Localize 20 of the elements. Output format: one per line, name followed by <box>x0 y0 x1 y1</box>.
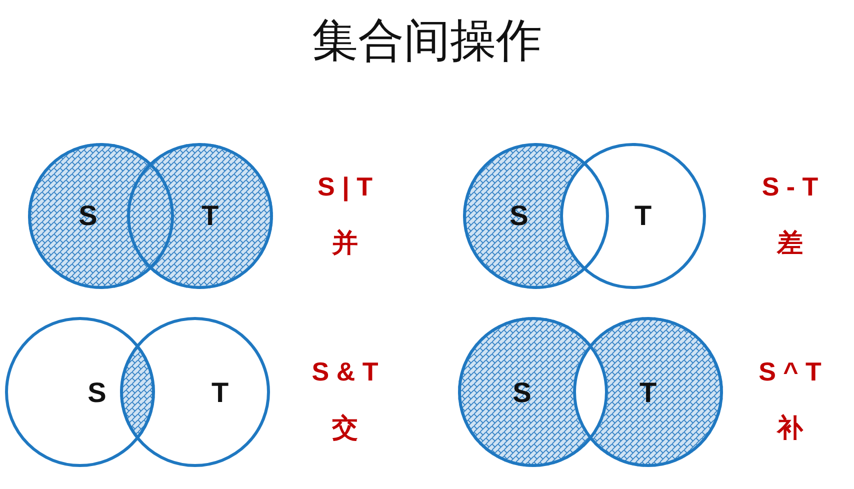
set-circle <box>573 317 723 467</box>
operation-name: 并 <box>332 226 358 260</box>
operation-name: 差 <box>777 226 803 260</box>
operator-label: S & T <box>312 356 378 388</box>
set-label: S <box>88 377 106 409</box>
operator-label: S ^ T <box>758 356 822 388</box>
set-circle <box>458 317 608 467</box>
operator-label: S | T <box>318 172 372 202</box>
set-circle <box>127 143 273 289</box>
set-circle <box>5 317 155 467</box>
set-circle <box>28 143 174 289</box>
set-circle <box>120 317 270 467</box>
set-circle <box>463 143 609 289</box>
set-circle <box>560 143 706 289</box>
operator-label: S - T <box>762 172 818 202</box>
set-label: T <box>211 377 229 409</box>
title: 集合间操作 <box>312 12 542 69</box>
operation-name: 交 <box>332 412 358 444</box>
set-label: T <box>634 200 652 232</box>
operation-name: 补 <box>777 412 803 444</box>
